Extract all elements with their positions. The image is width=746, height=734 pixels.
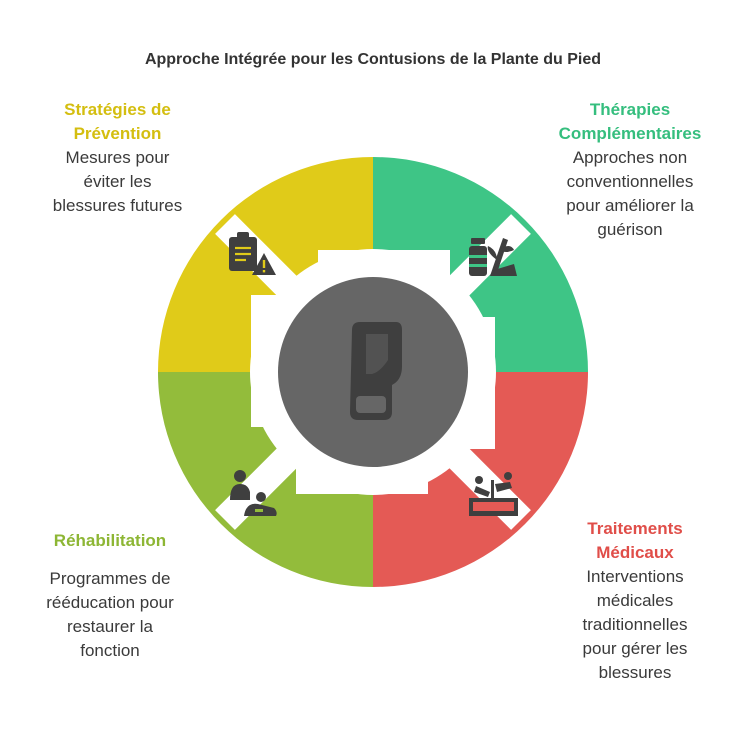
diagram-title: Approche Intégrée pour les Contusions de… — [144, 51, 602, 68]
traitements-heading-line: Médicaux — [596, 543, 674, 562]
rehabilitation-heading-line: Réhabilitation — [53, 531, 167, 550]
traitements-block: Traitements Médicaux Interventions médic… — [540, 517, 730, 685]
prevention-heading-line: Stratégies de — [64, 100, 171, 119]
prevention-description-line: Mesures pour — [65, 148, 170, 167]
traitements-heading: Traitements Médicaux — [540, 517, 730, 565]
traitements-description-line: blessures — [598, 663, 672, 682]
therapies-description-line: Approches non — [572, 148, 688, 167]
therapies-block: Thérapies Complémentaires Approches non … — [530, 98, 730, 242]
foot-icon — [350, 322, 402, 420]
therapies-description-line: conventionnelles — [566, 172, 694, 191]
therapies-heading: Thérapies Complémentaires — [530, 98, 730, 146]
traitements-description-line: pour gérer les — [582, 639, 688, 658]
prevention-description-line: éviter les — [83, 172, 152, 191]
prevention-heading: Stratégies de Prévention — [20, 98, 215, 146]
clipboard-warning-icon — [229, 232, 276, 275]
rehabilitation-description-line: Programmes de — [49, 569, 171, 588]
rehabilitation-description-line: rééducation pour — [46, 593, 174, 612]
rehabilitation-heading: Réhabilitation — [10, 529, 210, 553]
herbal-remedy-icon — [469, 238, 517, 276]
medical-treatment-icon — [469, 472, 518, 516]
traitements-description-line: Interventions — [586, 567, 684, 586]
prevention-description: Mesures pour éviter les blessures future… — [20, 146, 215, 218]
physiotherapy-icon — [230, 470, 277, 516]
therapies-description-line: pour améliorer la — [566, 196, 694, 215]
rehabilitation-description: Programmes de rééducation pour restaurer… — [10, 567, 210, 663]
traitements-heading-line: Traitements — [587, 519, 683, 538]
traitements-description-line: traditionnelles — [582, 615, 688, 634]
prevention-description-line: blessures futures — [52, 196, 183, 215]
rehabilitation-description-line: restaurer la — [67, 617, 153, 636]
therapies-description-line: guérison — [597, 220, 663, 239]
prevention-block: Stratégies de Prévention Mesures pour év… — [20, 98, 215, 218]
prevention-heading-line: Prévention — [73, 124, 162, 143]
therapies-heading-line: Thérapies — [589, 100, 671, 119]
rehabilitation-description-line: fonction — [80, 641, 140, 660]
traitements-description: Interventions médicales traditionnelles … — [540, 565, 730, 685]
traitements-description-line: médicales — [596, 591, 674, 610]
therapies-heading-line: Complémentaires — [558, 124, 702, 143]
rehabilitation-block: Réhabilitation Programmes de rééducation… — [10, 529, 210, 663]
therapies-description: Approches non conventionnelles pour amél… — [530, 146, 730, 242]
